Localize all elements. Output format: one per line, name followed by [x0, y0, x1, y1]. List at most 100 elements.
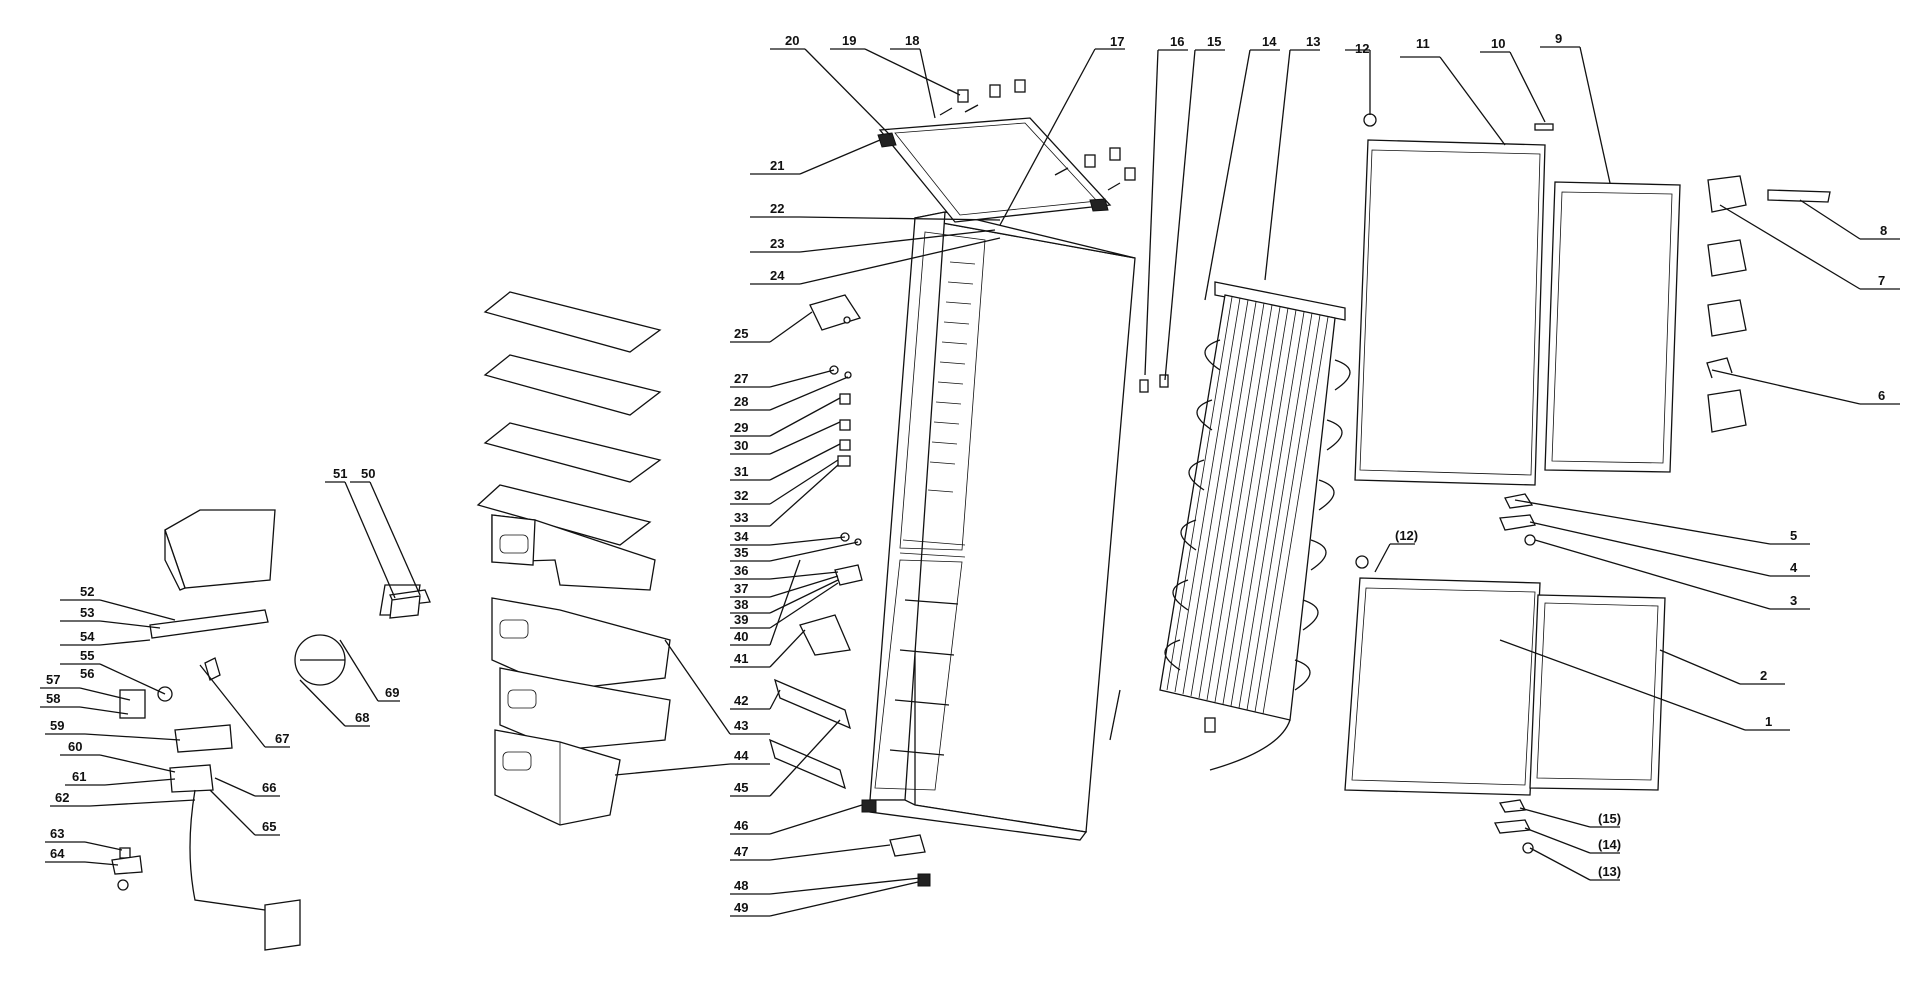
leader-line [664, 639, 731, 735]
leader-line [214, 777, 256, 797]
leader-line [769, 689, 781, 710]
leader-line [769, 804, 863, 835]
leader-line [769, 559, 801, 646]
leader-line [104, 778, 176, 786]
leader-line [84, 841, 123, 851]
leader-line [99, 599, 176, 621]
leader-line [614, 763, 731, 776]
leader-line [1144, 49, 1159, 376]
leader-lines [40, 46, 1900, 917]
callout-label: (13) [1598, 864, 1621, 879]
leader-line [799, 139, 881, 175]
leader-line [799, 216, 1001, 221]
callout-label: 59 [50, 718, 64, 733]
callout-label: 61 [72, 769, 86, 784]
leader-line [769, 369, 835, 388]
leader-line [769, 719, 841, 797]
leader-line [1659, 649, 1741, 685]
callout-label: 13 [1306, 34, 1320, 49]
callout-label: 17 [1110, 34, 1124, 49]
leader-line [89, 799, 196, 807]
leader-line [1534, 539, 1771, 610]
callout-label: 36 [734, 563, 748, 578]
callout-label: 55 [80, 648, 94, 663]
callout-label: 64 [50, 846, 65, 861]
callout-label: 45 [734, 780, 748, 795]
leader-line [1204, 49, 1251, 301]
callout-label: 19 [842, 33, 856, 48]
leader-line [84, 733, 181, 741]
callout-label: (12) [1395, 528, 1418, 543]
leader-line [84, 861, 119, 866]
callout-label: 58 [46, 691, 60, 706]
callout-label: 14 [1262, 34, 1277, 49]
callout-label: 21 [770, 158, 784, 173]
callout-label: 54 [80, 629, 95, 644]
callout-label: 31 [734, 464, 748, 479]
callout-label: 49 [734, 900, 748, 915]
callout-label: 51 [333, 466, 347, 481]
callout-label: 68 [355, 710, 369, 725]
parts-artwork [111, 79, 1831, 951]
callout-label: 22 [770, 201, 784, 216]
top-cover [877, 117, 1112, 223]
callout-label: 25 [734, 326, 748, 341]
callout-label: 57 [46, 672, 60, 687]
callout-label: (14) [1598, 837, 1621, 852]
callout-label: 48 [734, 878, 748, 893]
door-bins [1706, 175, 1831, 433]
leader-line [769, 376, 849, 411]
leader-line [1264, 49, 1291, 281]
callout-label: 1 [1765, 714, 1772, 729]
leader-line [344, 481, 396, 599]
leader-line [769, 459, 839, 505]
leader-line [1509, 51, 1546, 123]
callout-label: 38 [734, 597, 748, 612]
callout-label: 30 [734, 438, 748, 453]
leader-line [769, 421, 841, 455]
callout-label: 56 [80, 666, 94, 681]
leader-line [769, 575, 839, 598]
leader-line [769, 877, 921, 895]
leader-line [369, 481, 421, 596]
callout-label: 34 [734, 529, 749, 544]
compressor-assembly [111, 509, 421, 951]
leader-line [769, 881, 919, 917]
callout-label: 40 [734, 629, 748, 644]
leader-line [1439, 56, 1506, 146]
callout-label: 18 [905, 33, 919, 48]
leader-line [209, 789, 256, 836]
leader-line [769, 579, 839, 614]
leader-line [1711, 369, 1861, 405]
leader-line [769, 844, 891, 861]
callout-label: 33 [734, 510, 748, 525]
leader-line [769, 464, 839, 527]
callout-labels: 1 2 3 4 5 6 7 8 9 10 11 12 13 14 15 16 1… [46, 31, 1887, 915]
callout-label: 11 [1416, 36, 1430, 51]
leader-line [99, 639, 151, 646]
leader-line [99, 754, 176, 773]
callout-label: 46 [734, 818, 748, 833]
leader-line [769, 443, 841, 481]
leader-line [1499, 639, 1746, 731]
leader-line [799, 229, 996, 253]
callout-label: 44 [734, 748, 749, 763]
callout-label: 43 [734, 718, 748, 733]
leader-line [769, 311, 813, 343]
leader-line [199, 664, 266, 748]
leader-line [1579, 46, 1611, 184]
leader-line [769, 397, 841, 437]
leader-line [1799, 199, 1861, 240]
callout-label: 29 [734, 420, 748, 435]
leader-line [79, 706, 129, 715]
callout-label: 27 [734, 371, 748, 386]
callout-label: 6 [1878, 388, 1885, 403]
callout-label: 2 [1760, 668, 1767, 683]
cabinet-body [869, 211, 1136, 841]
leader-line [1524, 827, 1591, 854]
lower-door [1344, 555, 1666, 796]
callout-label: 12 [1355, 41, 1369, 56]
callout-label: 7 [1878, 273, 1885, 288]
callout-label: 41 [734, 651, 748, 666]
